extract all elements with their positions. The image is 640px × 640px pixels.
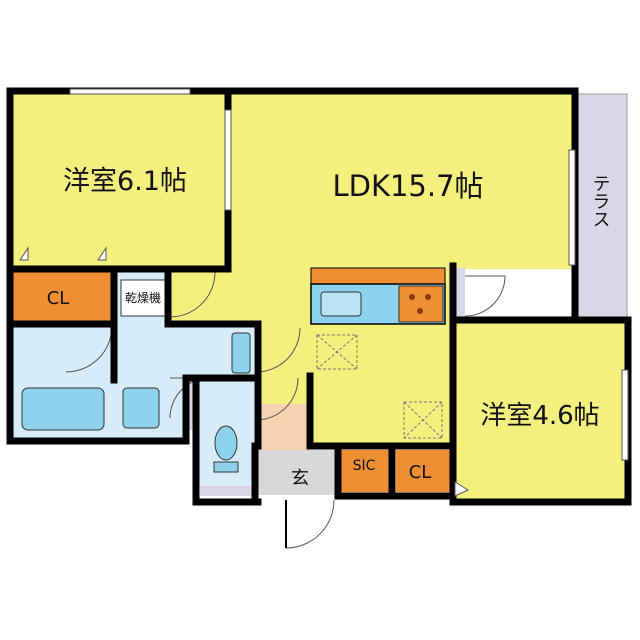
stove-burner-icon bbox=[417, 308, 423, 314]
ceiling-storage-marker bbox=[316, 334, 358, 370]
room-label-western-4-6: 洋室4.6帖 bbox=[480, 401, 599, 431]
walls bbox=[6, 87, 632, 506]
bathtub bbox=[21, 387, 105, 431]
dryer-box bbox=[120, 279, 166, 317]
closet-left bbox=[13, 272, 113, 322]
terrace-area bbox=[574, 93, 628, 321]
room-label-terrace: テラス bbox=[590, 174, 611, 228]
kitchen-sink bbox=[320, 291, 362, 317]
closet-door-markers bbox=[19, 246, 470, 497]
stove-burner-icon bbox=[425, 294, 431, 300]
stove-top bbox=[398, 285, 444, 323]
entrance-floor bbox=[258, 450, 338, 495]
windows bbox=[69, 88, 629, 461]
room-label-ldk: LDK15.7帖 bbox=[332, 169, 483, 203]
toilet-tank bbox=[213, 461, 239, 473]
room-ldk bbox=[228, 94, 575, 269]
shelf-unit bbox=[231, 332, 251, 374]
dryer-label: 乾燥機 bbox=[125, 290, 161, 305]
closet-right bbox=[396, 450, 452, 492]
room-western-4-6 bbox=[453, 320, 625, 500]
closet-label-right: CL bbox=[409, 462, 432, 483]
room-western-6-1 bbox=[13, 94, 228, 269]
wall-strip-bottom bbox=[200, 486, 252, 496]
ceiling-storage-marker bbox=[403, 401, 443, 439]
toilet-bowl-icon bbox=[214, 425, 238, 461]
sic-closet bbox=[340, 450, 390, 492]
kitchen-counter-back bbox=[310, 267, 446, 285]
entrance-label: 玄 bbox=[291, 468, 309, 489]
stove-burner-icon bbox=[409, 294, 415, 300]
closet-label-left: CL bbox=[47, 288, 70, 309]
washbasin bbox=[122, 387, 160, 429]
sic-label: SIC bbox=[353, 458, 376, 474]
room-label-western-6-1: 洋室6.1帖 bbox=[63, 166, 187, 197]
